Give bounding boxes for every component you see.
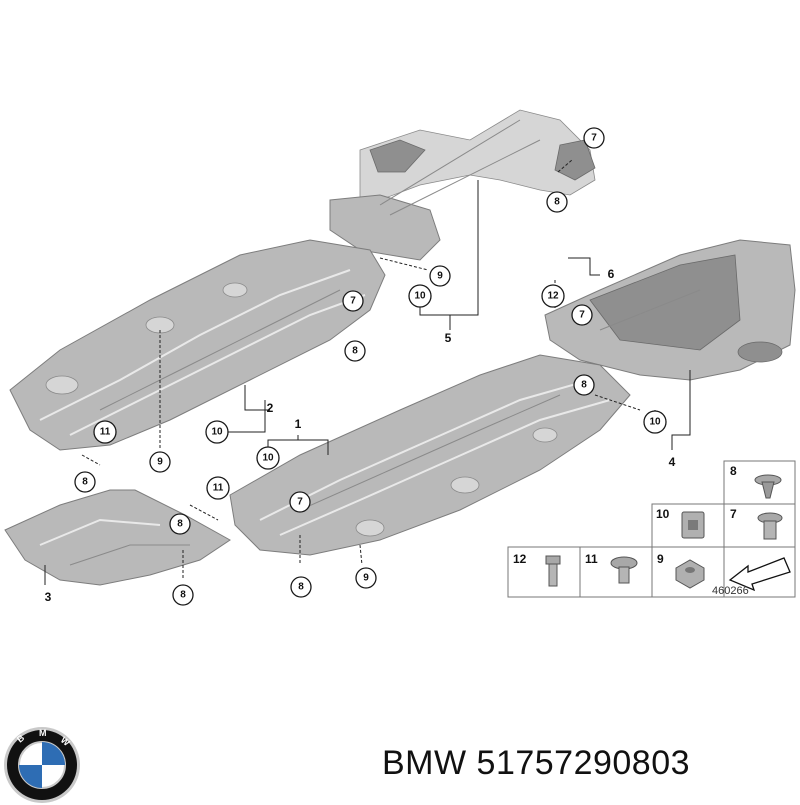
- part-5-bracket-panel: [329, 109, 596, 261]
- nut-icon: [675, 559, 705, 589]
- svg-text:8: 8: [180, 590, 186, 601]
- svg-text:8: 8: [581, 380, 587, 391]
- callout-11: 11: [93, 420, 117, 444]
- callout-7: 7: [342, 290, 364, 312]
- callout-8: 8: [74, 471, 96, 493]
- svg-text:10: 10: [211, 427, 223, 438]
- callout-8: 8: [573, 374, 595, 396]
- svg-text:10: 10: [414, 291, 426, 302]
- callouts: 7 8 9 10 7 8 12 7 8 10 11 8 9 10 10 11 8…: [74, 127, 667, 606]
- part-number-4: 4: [669, 455, 676, 469]
- spring-nut-icon: [681, 511, 705, 539]
- part-3-small-panel: [4, 489, 231, 586]
- svg-text:M: M: [39, 728, 47, 738]
- table-label-7: 7: [730, 507, 737, 521]
- reference-number: 460266: [712, 585, 749, 597]
- callout-8: 8: [290, 576, 312, 598]
- table-label-11: 11: [585, 552, 598, 566]
- callout-10: 10: [256, 446, 280, 470]
- part-4-right-panel: [544, 239, 796, 381]
- svg-text:12: 12: [547, 291, 559, 302]
- part-number-6: 6: [608, 267, 615, 281]
- svg-text:7: 7: [350, 296, 356, 307]
- svg-text:10: 10: [649, 417, 661, 428]
- svg-text:9: 9: [363, 573, 369, 584]
- callout-7: 7: [583, 127, 605, 149]
- svg-text:10: 10: [262, 453, 274, 464]
- clip-icon: [754, 474, 782, 499]
- table-label-8: 8: [730, 464, 737, 478]
- part-number-2: 2: [267, 401, 274, 415]
- part-number-3: 3: [45, 590, 52, 604]
- table-label-12: 12: [513, 552, 527, 566]
- svg-text:7: 7: [297, 497, 303, 508]
- svg-text:11: 11: [213, 483, 224, 494]
- part-1-center-panel: [229, 354, 631, 556]
- part-2-left-panel: [9, 239, 386, 451]
- part-number-1: 1: [295, 417, 302, 431]
- callout-9: 9: [355, 567, 377, 589]
- part-numbers: 5 2 1 6 4 3: [45, 267, 676, 604]
- svg-text:7: 7: [579, 310, 585, 321]
- callout-12: 12: [541, 284, 565, 308]
- svg-text:8: 8: [554, 197, 560, 208]
- callout-7: 7: [571, 304, 593, 326]
- table-label-10: 10: [656, 507, 670, 521]
- svg-text:9: 9: [157, 457, 163, 468]
- callout-10: 10: [408, 284, 432, 308]
- svg-text:8: 8: [177, 519, 183, 530]
- svg-text:9: 9: [437, 271, 443, 282]
- callout-9: 9: [429, 265, 451, 287]
- table-label-9: 9: [657, 552, 664, 566]
- callout-8: 8: [546, 191, 568, 213]
- svg-text:8: 8: [352, 346, 358, 357]
- callout-10: 10: [643, 410, 667, 434]
- screw-icon: [610, 556, 638, 584]
- svg-text:8: 8: [82, 477, 88, 488]
- callout-8: 8: [169, 513, 191, 535]
- callout-8: 8: [344, 340, 366, 362]
- fasteners-table: 8 10 7 12 11 9: [507, 460, 796, 598]
- bmw-logo-icon: B M W: [4, 727, 80, 803]
- svg-text:8: 8: [298, 582, 304, 593]
- callout-9: 9: [149, 451, 171, 473]
- bolt-icon: [545, 555, 561, 587]
- part-number-5: 5: [445, 331, 452, 345]
- callout-10: 10: [205, 420, 229, 444]
- direction-arrow-icon: [728, 557, 791, 592]
- callout-11: 11: [206, 476, 230, 500]
- expanding-rivet-icon: [757, 512, 783, 540]
- svg-text:B: B: [15, 732, 27, 744]
- part-number-caption: BMW 51757290803: [382, 744, 691, 782]
- callout-8: 8: [172, 584, 194, 606]
- callout-7: 7: [289, 491, 311, 513]
- svg-text:7: 7: [591, 133, 597, 144]
- svg-text:11: 11: [100, 427, 111, 438]
